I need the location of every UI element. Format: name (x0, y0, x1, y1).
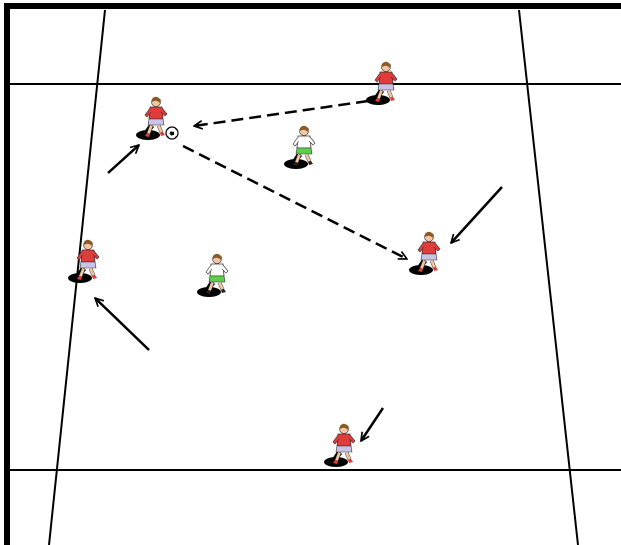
run-arrow (108, 145, 139, 173)
run-arrow (95, 298, 149, 350)
red-player-icon (324, 424, 355, 467)
field-outer-border (7, 6, 621, 545)
pass-arrow (194, 101, 368, 126)
white-player-icon (284, 126, 315, 169)
red-player-icon (136, 97, 167, 140)
pass-lines (183, 101, 407, 259)
white-player-icon (197, 254, 228, 297)
soccer-ball-icon (166, 127, 178, 139)
players (68, 62, 440, 467)
run-arrow (451, 187, 502, 243)
run-arrow (361, 408, 383, 441)
red-player-icon (68, 240, 99, 283)
run-lines (95, 145, 502, 441)
field-lines (7, 6, 621, 545)
field-right-sideline (519, 10, 578, 545)
red-player-icon (409, 232, 440, 275)
